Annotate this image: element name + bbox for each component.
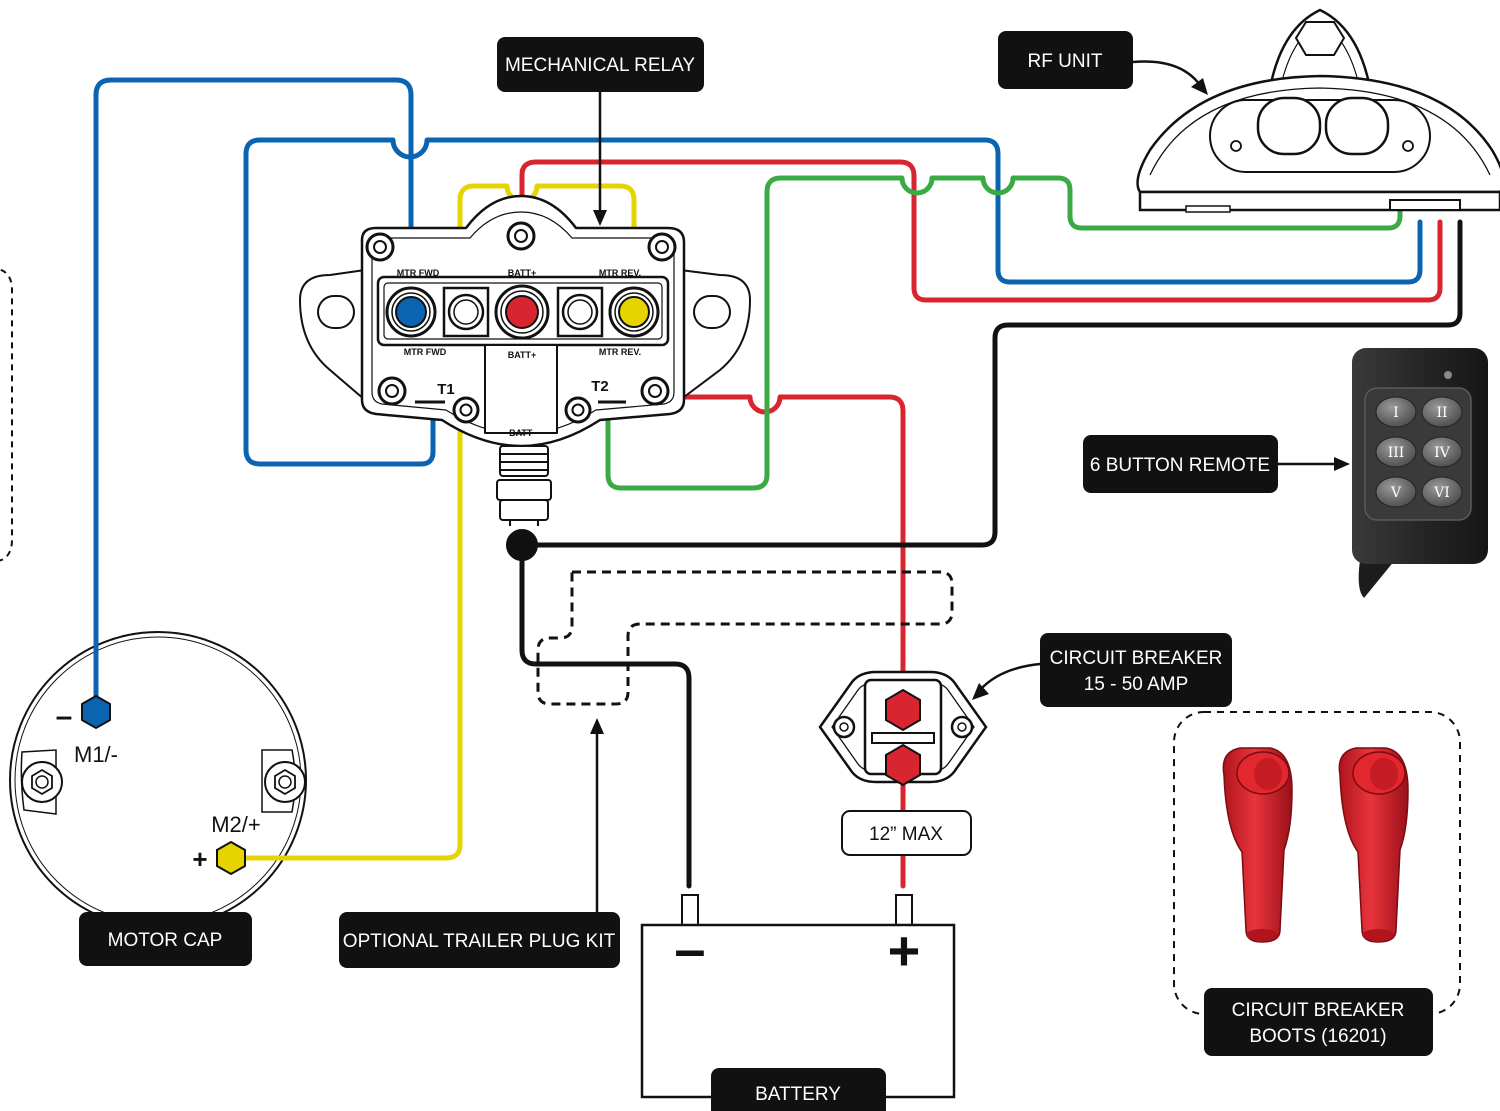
battery-positive-symbol: +: [888, 919, 921, 982]
mechanical-relay-tag: [497, 37, 704, 92]
max-length-label: 12” MAX: [869, 824, 943, 845]
motor-cap: [9, 631, 307, 929]
black-wire-remote: [519, 219, 1463, 548]
relay-label-batt-bottom: BATT+: [508, 350, 537, 360]
svg-text:VI: VI: [1433, 485, 1450, 501]
battery-tag: [711, 1068, 886, 1111]
optional-trailer-plug-kit-label: OPTIONAL TRAILER PLUG KIT: [343, 931, 616, 952]
svg-text:IV: IV: [1434, 445, 1451, 461]
six-button-remote-tag: [1083, 435, 1278, 493]
six-button-remote: I II III IV V VI: [1352, 348, 1488, 598]
circuit-breaker-label-line2: 15 - 50 AMP: [1084, 674, 1189, 695]
motor-cap-tag: [79, 912, 252, 966]
relay-label-mtr-fwd-top: MTR FWD: [397, 268, 440, 278]
breaker-boot-right-icon: [1338, 747, 1409, 943]
terminal-mtr-rev: [608, 286, 660, 338]
terminal-mtr-fwd-2: [442, 286, 490, 338]
callout-arrows: [590, 60, 1350, 914]
trailer-plug-dashed-outline: [536, 570, 954, 706]
red-wire-loop: [519, 159, 1443, 315]
remote-button-2-icon: II: [1421, 396, 1463, 428]
remote-buttons: I II III IV V VI: [1375, 396, 1463, 508]
black-wire-battery: [519, 542, 692, 889]
relay-label-mtr-rev-top: MTR REV.: [599, 268, 641, 278]
svg-text:I: I: [1393, 405, 1399, 421]
motor-m2-nut-icon: [216, 840, 246, 876]
batt-minus-stud: [496, 445, 552, 561]
motor-m1-label: M1/-: [74, 742, 118, 767]
relay-label-mtr-fwd-bottom: MTR FWD: [404, 347, 447, 357]
six-button-remote-label: 6 BUTTON REMOTE: [1090, 455, 1270, 476]
breaker-top-nut-icon: [885, 688, 921, 732]
terminal-mtr-rev-2: [556, 286, 604, 338]
relay-label-batt-minus: BATT-: [509, 428, 535, 438]
max-length-tag: [841, 810, 972, 856]
rf-unit: [1136, 8, 1500, 213]
relay-label-mtr-rev-bottom: MTR REV.: [599, 347, 641, 357]
svg-text:V: V: [1390, 485, 1402, 501]
remote-button-4-icon: IV: [1421, 436, 1463, 468]
remote-button-6-icon: VI: [1421, 476, 1463, 508]
remote-button-1-icon: I: [1375, 396, 1417, 428]
breaker-bottom-nut-icon: [885, 743, 921, 787]
relay-label-t1: T1: [437, 381, 455, 398]
relay-screws: [365, 221, 677, 424]
motor-m2-plus-symbol: +: [192, 844, 207, 874]
svg-text:III: III: [1388, 445, 1405, 461]
battery-label: BATTERY: [755, 1084, 841, 1105]
motor-cap-label: MOTOR CAP: [108, 930, 223, 951]
terminal-mtr-fwd: [385, 286, 437, 338]
terminal-batt-plus: [494, 284, 550, 340]
motor-m2-label: M2/+: [211, 812, 261, 837]
circuit-breaker-tag: [1040, 633, 1232, 707]
optional-trailer-plug-kit-tag: [339, 912, 620, 968]
relay-terminals: [385, 284, 660, 340]
motor-m1-minus-symbol: –: [56, 700, 73, 733]
svg-text:II: II: [1436, 405, 1447, 421]
green-wire: [605, 175, 1403, 491]
motor-m1-nut-icon: [81, 694, 111, 730]
breaker-boots-label-line1: CIRCUIT BREAKER: [1232, 1000, 1405, 1021]
circuit-breaker: [818, 670, 988, 787]
circuit-breaker-label-line1: CIRCUIT BREAKER: [1050, 648, 1223, 669]
remote-button-3-icon: III: [1375, 436, 1417, 468]
rf-unit-tag: [998, 31, 1133, 89]
circuit-breaker-boots: [1173, 711, 1461, 1015]
wires: [93, 77, 1463, 889]
battery-negative-symbol: –: [674, 917, 705, 980]
label-tags: MECHANICAL RELAY RF UNIT 6 BUTTON REMOTE…: [79, 31, 1433, 1111]
blue-wire-t1-loop: [243, 137, 1423, 467]
relay-label-t2: T2: [591, 378, 609, 395]
breaker-boots-label-line2: BOOTS (16201): [1249, 1026, 1386, 1047]
partial-dashed-box: [0, 268, 13, 562]
breaker-boot-left-icon: [1222, 747, 1293, 943]
yellow-wire: [243, 183, 637, 861]
breaker-boots-tag: [1204, 988, 1433, 1056]
blue-wire-m1: [93, 77, 414, 703]
remote-button-5-icon: V: [1375, 476, 1417, 508]
mechanical-relay-label: MECHANICAL RELAY: [505, 55, 695, 76]
relay-label-batt-top: BATT+: [508, 268, 537, 278]
rf-unit-label: RF UNIT: [1028, 51, 1103, 72]
